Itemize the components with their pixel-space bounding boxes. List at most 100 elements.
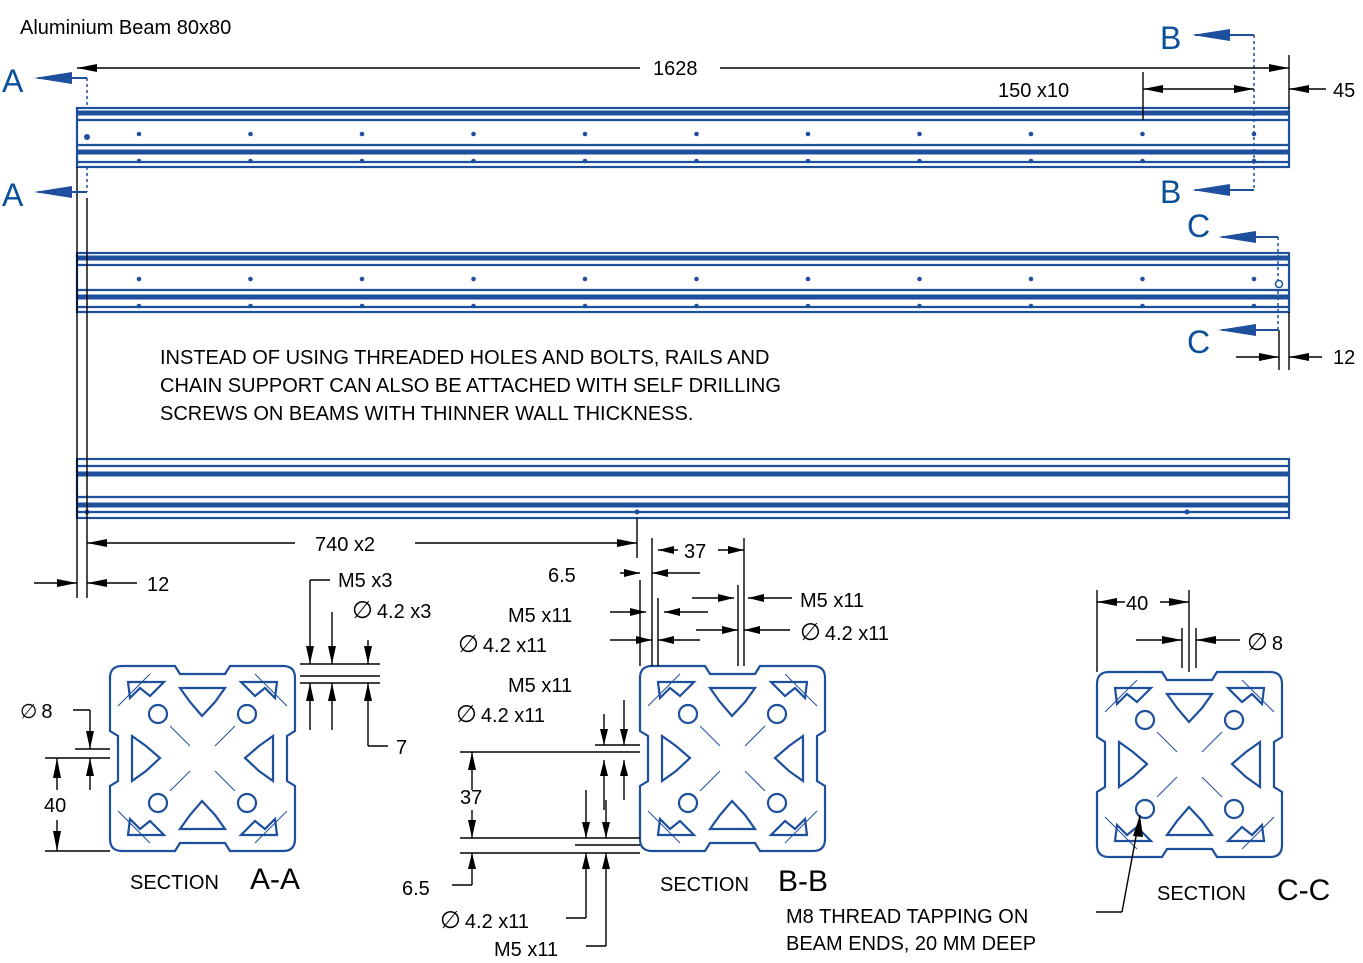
- svg-text:C-C: C-C: [1277, 874, 1330, 907]
- svg-text:37: 37: [684, 541, 706, 563]
- section-c-c: 40 ∅8 SECTION C-C M8 THREAD TAPPING ON B…: [786, 590, 1330, 955]
- svg-text:7: 7: [396, 737, 407, 759]
- svg-text:∅8: ∅8: [20, 701, 53, 723]
- section-marker-b: B B: [1160, 20, 1255, 210]
- svg-text:M5 x11: M5 x11: [494, 939, 558, 961]
- svg-text:C: C: [1187, 208, 1210, 244]
- svg-text:∅4.2 x11: ∅4.2 x11: [440, 907, 529, 934]
- svg-text:40: 40: [1126, 593, 1148, 615]
- svg-text:6.5: 6.5: [548, 565, 576, 587]
- hole-dot: [805, 131, 811, 137]
- beam-bottom: [75, 457, 1291, 520]
- beam-top: [75, 106, 1291, 169]
- svg-text:CHAIN SUPPORT CAN ALSO BE ATTA: CHAIN SUPPORT CAN ALSO BE ATTACHED WITH …: [160, 375, 781, 397]
- svg-text:40: 40: [44, 795, 66, 817]
- hole-dot: [1251, 276, 1257, 282]
- svg-text:45: 45: [1333, 80, 1355, 102]
- hole-dot: [248, 131, 253, 137]
- hole-dot: [1140, 158, 1145, 164]
- hole-dot: [248, 303, 253, 309]
- hole-dot: [136, 303, 142, 309]
- hole-dot: [582, 276, 588, 282]
- hole-dot: [1028, 276, 1034, 282]
- svg-text:B-B: B-B: [778, 865, 828, 898]
- hole-dot: [694, 276, 699, 282]
- hole-dot: [694, 303, 699, 309]
- hole-dot: [582, 131, 588, 137]
- hole-dot: [471, 158, 476, 164]
- svg-text:∅4.2 x3: ∅4.2 x3: [352, 597, 431, 624]
- svg-text:B: B: [1160, 20, 1181, 56]
- svg-text:A: A: [2, 177, 24, 213]
- hole-dot: [359, 303, 365, 309]
- dim-overall: 1628: [77, 55, 1290, 108]
- hole-dot: [805, 303, 811, 309]
- svg-text:M5 x11: M5 x11: [800, 590, 864, 612]
- hole-dot: [582, 303, 588, 309]
- svg-text:SECTION: SECTION: [1157, 883, 1246, 905]
- dim-spacing-bottom: 740 x2: [87, 518, 638, 558]
- svg-text:1628: 1628: [653, 58, 698, 80]
- svg-text:M5 x11: M5 x11: [508, 605, 572, 627]
- note-text: INSTEAD OF USING THREADED HOLES AND BOLT…: [160, 347, 781, 425]
- section-marker-a: A A: [2, 63, 88, 213]
- hole-dot: [917, 303, 922, 309]
- hole-dot: [136, 276, 142, 282]
- hole-dot: [1140, 131, 1145, 137]
- hole-dot: [359, 131, 365, 137]
- svg-text:12: 12: [147, 574, 169, 596]
- hole-dot: [248, 276, 253, 282]
- svg-text:150 x10: 150 x10: [998, 80, 1069, 102]
- hole-dot: [471, 276, 476, 282]
- svg-text:SECTION: SECTION: [130, 872, 219, 894]
- svg-text:740 x2: 740 x2: [315, 534, 375, 556]
- svg-text:∅8: ∅8: [1247, 629, 1283, 656]
- svg-text:∅4.2 x11: ∅4.2 x11: [800, 619, 889, 646]
- svg-text:BEAM ENDS, 20 MM DEEP: BEAM ENDS, 20 MM DEEP: [786, 933, 1036, 955]
- svg-text:SCREWS ON BEAMS WITH THINNER W: SCREWS ON BEAMS WITH THINNER WALL THICKN…: [160, 403, 693, 425]
- svg-text:A: A: [2, 63, 24, 99]
- dim-end-a: 12: [34, 574, 169, 596]
- dim-end-c: 12: [1236, 312, 1355, 370]
- hole-dot: [1028, 158, 1034, 164]
- svg-text:M5 x3: M5 x3: [338, 570, 392, 592]
- svg-text:INSTEAD OF USING THREADED HOLE: INSTEAD OF USING THREADED HOLES AND BOLT…: [160, 347, 769, 369]
- hole-dot: [136, 158, 142, 164]
- svg-text:B: B: [1160, 174, 1181, 210]
- svg-text:6.5: 6.5: [402, 878, 430, 900]
- hole-dot: [84, 134, 90, 140]
- beam-middle: [75, 251, 1291, 314]
- svg-text:M8 THREAD TAPPING ON: M8 THREAD TAPPING ON: [786, 906, 1028, 928]
- svg-text:C: C: [1187, 324, 1210, 360]
- hole-dot: [1028, 303, 1034, 309]
- svg-text:∅4.2 x11: ∅4.2 x11: [456, 701, 545, 728]
- hole-dot: [917, 158, 922, 164]
- hole-dot: [359, 158, 365, 164]
- svg-text:12: 12: [1333, 347, 1355, 369]
- hole-dot: [359, 276, 365, 282]
- hole-dot: [1028, 131, 1034, 137]
- hole-dot: [805, 158, 811, 164]
- hole-dot: [1251, 303, 1257, 309]
- section-b-b: 37 6.5 M5 x11 ∅4.2 x11 M5 x11 ∅4.2 x11: [402, 538, 889, 961]
- hole-dot: [136, 131, 142, 137]
- dim-spacing-b: 150 x10: [998, 72, 1254, 120]
- svg-text:37: 37: [460, 787, 482, 809]
- hole-dot: [582, 158, 588, 164]
- section-a-a: ∅8 40 M5 x3 ∅4.2 x3 7 SECTION A-A: [20, 570, 431, 896]
- hole-dot: [471, 303, 476, 309]
- svg-text:∅4.2 x11: ∅4.2 x11: [458, 631, 547, 658]
- hole-dot: [694, 131, 699, 137]
- hole-dot: [917, 131, 922, 137]
- hole-dot: [1140, 303, 1145, 309]
- hole-dot: [1140, 276, 1145, 282]
- hole-dot: [694, 158, 699, 164]
- hole-dot: [471, 131, 476, 137]
- svg-text:M5 x11: M5 x11: [508, 675, 572, 697]
- hole-dot: [805, 276, 811, 282]
- hole-dot: [248, 158, 253, 164]
- dim-end-b: 45: [1289, 80, 1355, 102]
- svg-text:A-A: A-A: [250, 863, 300, 896]
- hole-dot: [917, 276, 922, 282]
